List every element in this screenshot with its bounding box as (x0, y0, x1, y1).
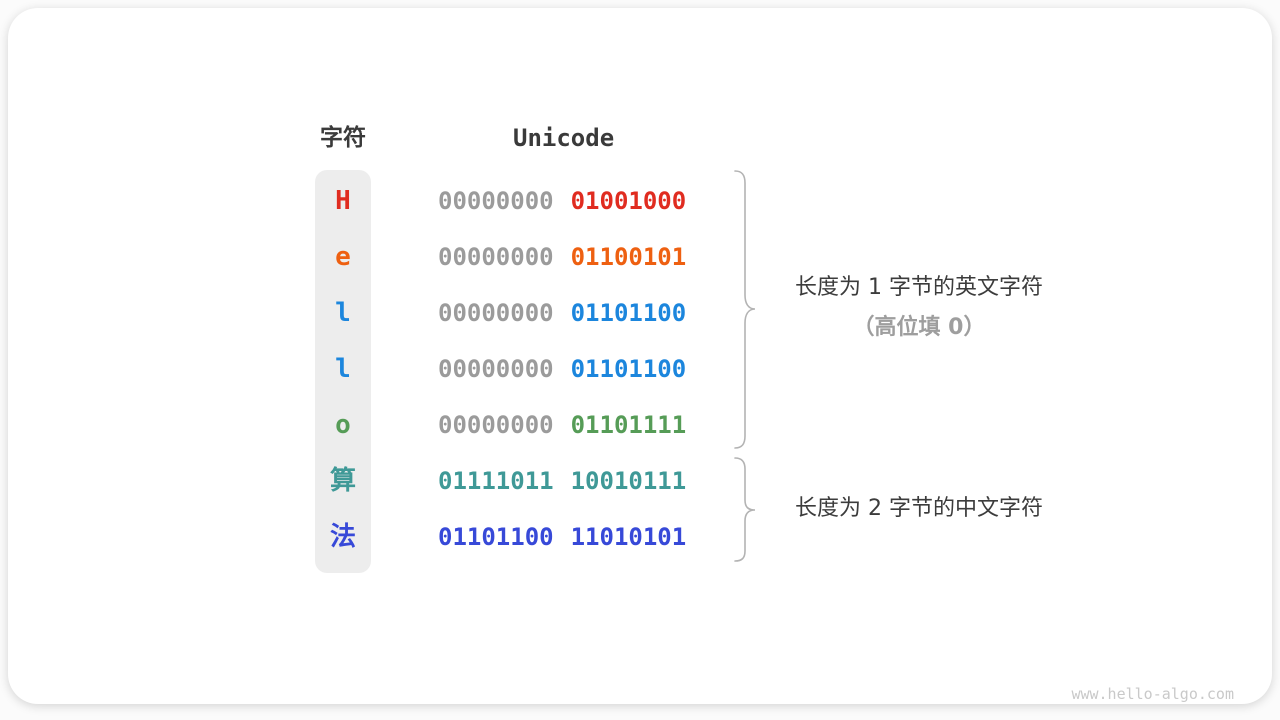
annotation-english-chars: 长度为 1 字节的英文字符 (795, 275, 1043, 300)
column-header-character: 字符 (320, 125, 366, 151)
watermark-url: www.hello-algo.com (1071, 685, 1234, 703)
unicode-binary: 00000000 01100101 (438, 241, 686, 273)
high-byte: 00000000 (438, 187, 554, 215)
column-header-unicode: Unicode (513, 124, 615, 152)
char-cell: 法 (329, 522, 356, 552)
curly-brace-english-group (734, 170, 756, 449)
high-byte: 01111011 (438, 467, 554, 495)
table-row: e 00000000 01100101 (8, 241, 1272, 273)
low-byte: 01101100 (570, 355, 687, 383)
table-row: 算 01111011 10010111 (8, 465, 1272, 497)
annotation-chinese-chars: 长度为 2 字节的中文字符 (795, 496, 1043, 521)
annotation-high-bits-zero: （高位填 0） (852, 315, 986, 340)
unicode-binary: 00000000 01101100 (438, 297, 686, 329)
low-byte: 10010111 (570, 467, 687, 495)
table-row: l 00000000 01101100 (8, 297, 1272, 329)
unicode-binary: 01111011 10010111 (438, 465, 686, 497)
low-byte: 01101111 (570, 411, 687, 439)
brace-group (734, 170, 756, 562)
high-byte: 00000000 (438, 299, 554, 327)
low-byte: 01100101 (570, 243, 687, 271)
unicode-binary: 00000000 01101100 (438, 353, 686, 385)
diagram-card: 字符 Unicode H 00000000 01001000 e 00000000… (8, 8, 1272, 704)
curly-brace-chinese-group (734, 457, 756, 562)
high-byte: 00000000 (438, 411, 554, 439)
unicode-binary: 01101100 11010101 (438, 521, 686, 553)
unicode-binary: 00000000 01001000 (438, 185, 686, 217)
table-row: H 00000000 01001000 (8, 185, 1272, 217)
char-cell: l (335, 298, 351, 328)
unicode-binary: 00000000 01101111 (438, 409, 686, 441)
char-cell: o (335, 410, 351, 440)
table-row: l 00000000 01101100 (8, 353, 1272, 385)
high-byte: 00000000 (438, 355, 554, 383)
high-byte: 01101100 (438, 523, 554, 551)
table-row: 法 01101100 11010101 (8, 521, 1272, 553)
low-byte: 01001000 (570, 187, 687, 215)
char-cell: 算 (329, 466, 356, 496)
table-row: o 00000000 01101111 (8, 409, 1272, 441)
character-column-background (315, 170, 371, 573)
char-cell: e (335, 242, 351, 272)
char-cell: l (335, 354, 351, 384)
low-byte: 11010101 (570, 523, 687, 551)
high-byte: 00000000 (438, 243, 554, 271)
low-byte: 01101100 (570, 299, 687, 327)
char-cell: H (335, 186, 351, 216)
